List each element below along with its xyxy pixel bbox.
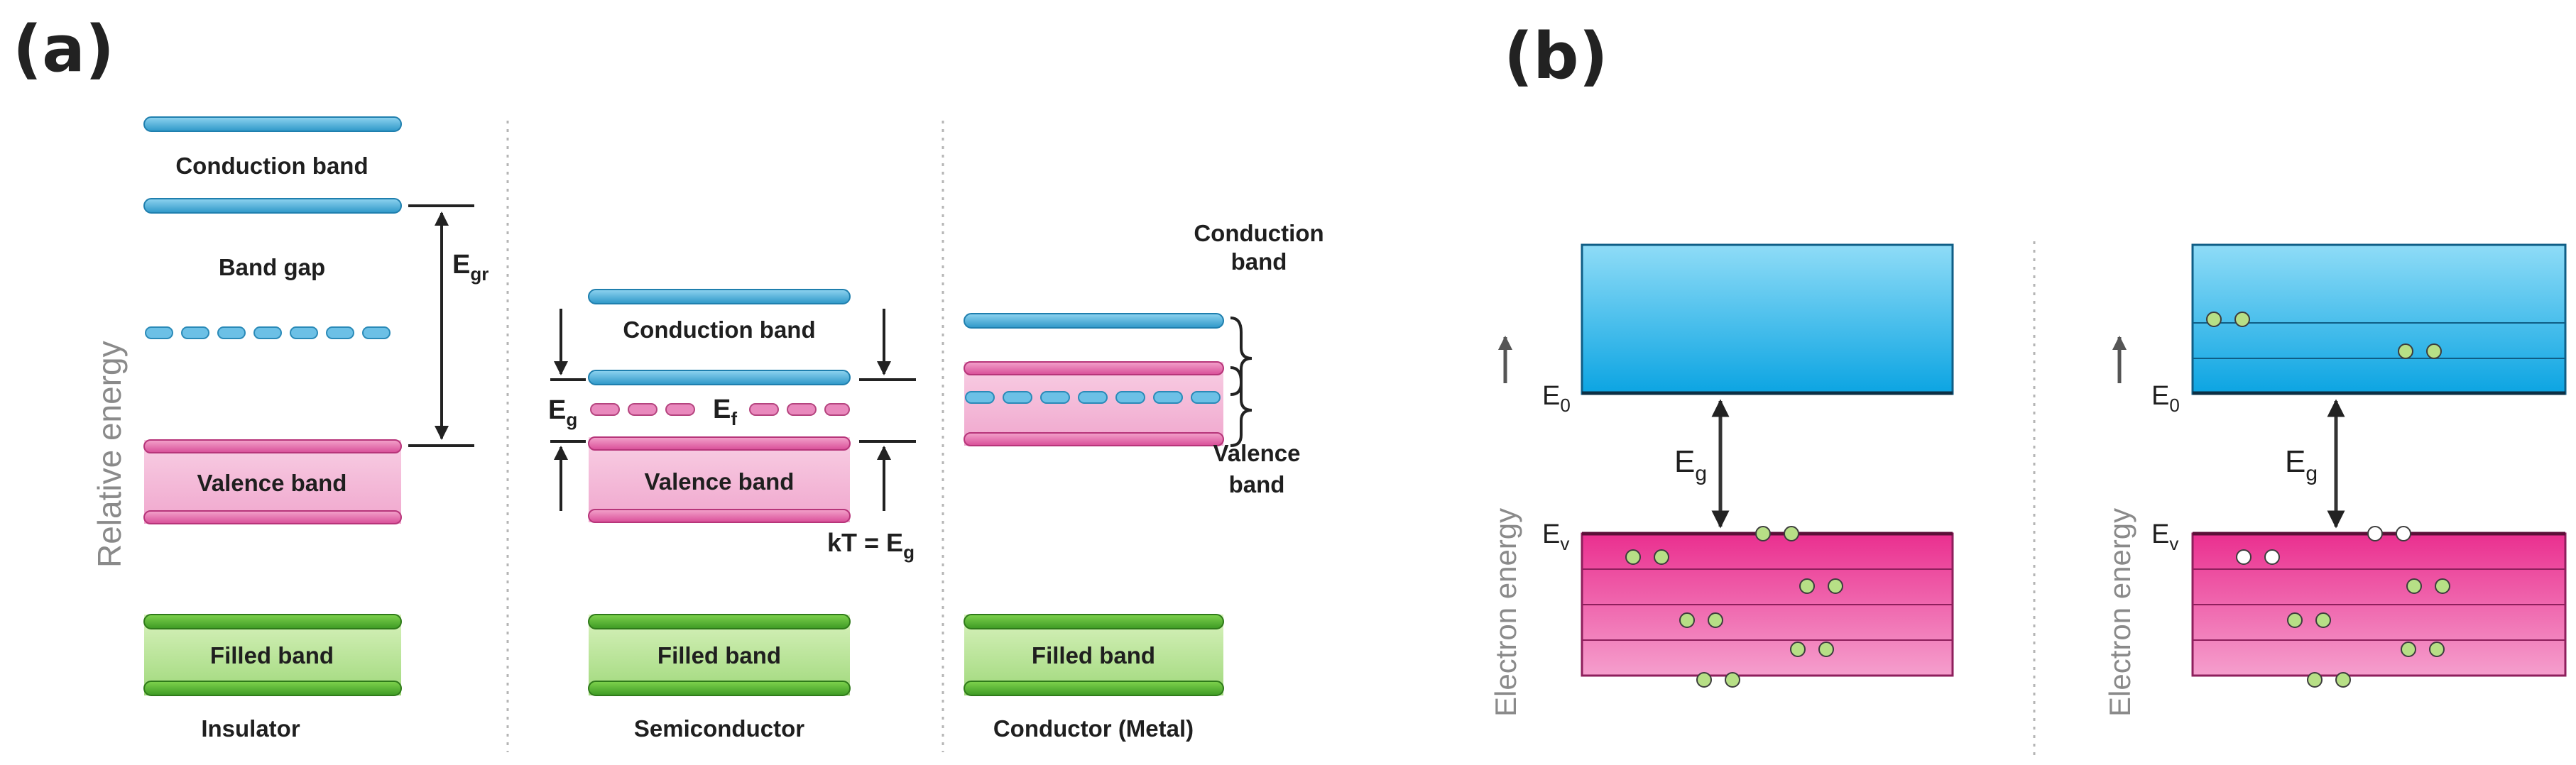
insulator-caption: Insulator [201,715,300,742]
left-ev-label: Ev [1542,519,1569,554]
semiconductor-conduction-top-bar [588,289,851,304]
conductor-overlap-levels [965,391,1221,404]
conductor-filled-bottom-bar [964,681,1224,696]
semiconductor-ef-label: Ef [713,395,737,429]
insulator-valence-band-label: Valence band [197,470,347,496]
conductor-valence-label-line2: band [1229,471,1285,497]
insulator-valence-block [144,440,401,524]
semiconductor-valence-bottom-bar [588,509,851,523]
insulator-conduction-band-top-bar [143,116,402,132]
conductor-conduction-label-line1: Conduction [1194,220,1324,246]
left-e0-label: E0 [1542,381,1571,416]
conductor-column: Conduction band Valence band Filled band… [964,220,1324,742]
conductor-valence-brace [1230,366,1252,447]
insulator-filled-band-label: Filled band [210,642,334,668]
semiconductor-filled-top-bar [588,614,851,629]
right-electron-energy-axis-label: Electron energy [2103,508,2136,717]
conductor-filled-top-bar [964,614,1224,629]
right-holes [2236,526,2411,565]
insulator-filled-top-bar [143,614,402,629]
right-ev-label: Ev [2151,519,2178,554]
semiconductor-caption: Semiconductor [634,715,804,742]
panel-b-left-diagram: Electron energy E0 Eg Ev [1489,243,1954,717]
conductor-valence-label-line1: Valence [1213,440,1301,466]
insulator-band-gap-label: Band gap [219,254,325,280]
insulator-impurity-levels [145,326,391,339]
panel-b-right-diagram: Electron energy E0 Eg Ev [2103,243,2567,717]
panel-b-label: (b) [1504,19,1608,94]
left-eg-label: Eg [1674,444,1707,485]
insulator-egr-label: Egr [452,250,489,285]
semiconductor-fermi-level [590,403,850,416]
semiconductor-filled-band-label: Filled band [657,642,781,668]
insulator-conduction-band-bottom-bar [143,198,402,214]
conductor-filled-band-label: Filled band [1032,642,1155,668]
semiconductor-kt-label: kT = Eg [827,528,915,563]
insulator-column: Conduction band Band gap Egr Valence ban… [143,116,489,742]
panel-a-label: (a) [13,12,114,87]
left-electrons [1625,526,1843,688]
insulator-filled-bottom-bar [143,681,402,696]
conductor-caption: Conductor (Metal) [993,715,1194,742]
right-conduction-electrons [2206,312,2442,359]
right-eg-label: Eg [2285,444,2318,485]
conductor-valence-top-bar [964,361,1224,375]
left-conduction-band-box [1581,243,1954,395]
insulator-valence-bottom-bar [143,510,402,524]
right-valence-electrons [2287,578,2450,688]
semiconductor-valence-top-bar [588,436,851,451]
right-e0-label: E0 [2151,381,2180,416]
semiconductor-conduction-band-label: Conduction band [623,317,815,343]
conductor-valence-bottom-bar [964,432,1224,446]
conductor-conduction-bar [964,313,1224,329]
relative-energy-axis-label: Relative energy [91,341,128,568]
semiconductor-eg-label: Eg [548,395,577,430]
semiconductor-valence-band-label: Valence band [645,468,795,495]
insulator-conduction-band-label: Conduction band [175,153,368,179]
left-electron-energy-axis-label: Electron energy [1489,508,1522,717]
semiconductor-valence-block [589,437,850,522]
semiconductor-filled-bottom-bar [588,681,851,696]
right-conduction-band-box [2191,243,2567,395]
insulator-valence-top-bar [143,439,402,453]
semiconductor-column: Conduction band Ef Eg kT = Eg Valence ba… [548,289,916,742]
conductor-conduction-label-line2: band [1231,248,1287,275]
semiconductor-conduction-bottom-bar [588,370,851,385]
